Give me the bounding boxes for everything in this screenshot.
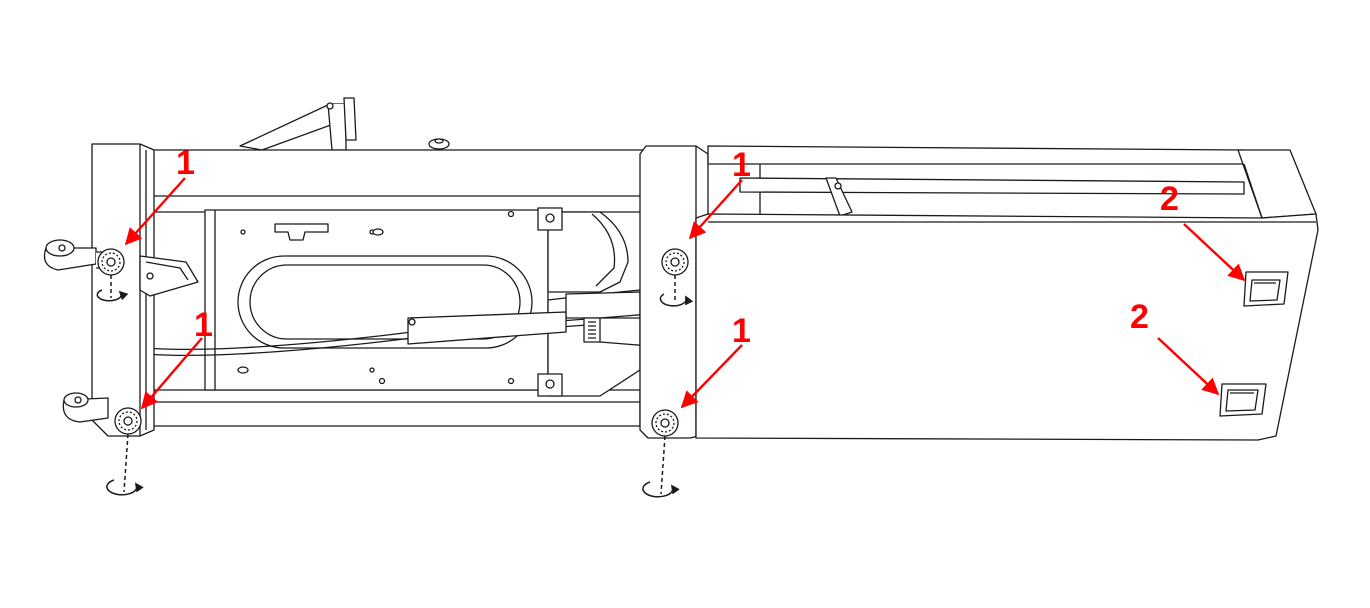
callout-label: 1 xyxy=(176,144,195,182)
axis-line xyxy=(123,433,129,493)
rotate-arrow-icon xyxy=(642,481,680,498)
caster-wheel-icon xyxy=(62,392,109,423)
handle-upper xyxy=(1243,271,1289,307)
callout-arrow xyxy=(1157,337,1220,396)
rotate-arrow-icon xyxy=(659,293,694,307)
callout-arrow xyxy=(140,337,203,410)
extension-section xyxy=(695,145,1319,441)
leveling-foot-icon xyxy=(651,409,679,437)
leveling-foot-icon xyxy=(97,248,125,276)
callout-label: 2 xyxy=(1160,180,1179,218)
callout-label: 1 xyxy=(732,312,751,350)
callout-label: 2 xyxy=(1130,298,1149,336)
rotate-arrow-icon xyxy=(96,289,129,302)
handle-lower xyxy=(1219,383,1267,417)
deck-panel xyxy=(204,209,549,391)
leveling-foot-icon xyxy=(661,248,689,276)
callout-arrow xyxy=(688,179,743,240)
callout-arrow xyxy=(1183,223,1246,282)
callout-arrow xyxy=(124,177,186,246)
callout-arrow xyxy=(680,344,743,409)
leveling-foot-icon xyxy=(114,407,142,435)
axis-line xyxy=(660,435,666,495)
callout-label: 1 xyxy=(194,306,213,344)
folded-arm xyxy=(239,97,450,151)
left-end-cap xyxy=(91,143,199,437)
motor-assembly xyxy=(537,207,641,397)
rotate-arrow-icon xyxy=(106,479,144,496)
callout-label: 1 xyxy=(732,146,751,184)
